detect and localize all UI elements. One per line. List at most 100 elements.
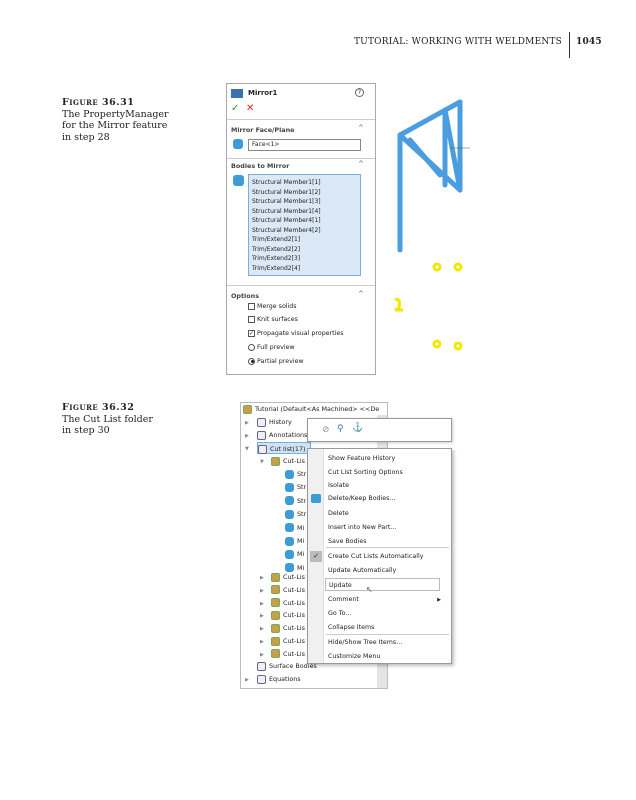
propagate-visual-checkbox[interactable]: ✓Propagate visual properties: [248, 329, 344, 339]
zoom-to-selection-icon[interactable]: ⚲: [337, 424, 344, 434]
tree-item-cut-list-folder[interactable]: Cut-Lis: [271, 609, 305, 621]
collapse-icon[interactable]: ▼: [260, 459, 264, 465]
cut-list-folder-icon: [258, 444, 267, 454]
collapse-icon[interactable]: ^: [358, 160, 364, 168]
tree-label: Cut-Lis: [283, 649, 305, 658]
tree-item-cut-list-folder[interactable]: Cut-Lis: [271, 648, 305, 660]
radio-label: Partial preview: [257, 358, 304, 365]
checkbox-icon: [248, 315, 255, 323]
tree-item-cut-list-folder[interactable]: Cut-Lis: [271, 597, 305, 609]
collapse-icon[interactable]: ^: [358, 124, 364, 132]
tree-item-body[interactable]: Str: [285, 468, 306, 480]
tree-item-cut-list-folder[interactable]: Cut-Lis: [271, 635, 305, 647]
partial-preview-radio[interactable]: Partial preview: [248, 357, 304, 367]
tree-item-body[interactable]: Str: [285, 495, 306, 507]
expand-icon[interactable]: ▶: [260, 613, 264, 620]
menu-item[interactable]: Delete: [328, 510, 349, 517]
menu-separator: [326, 547, 449, 548]
menu-item[interactable]: Update Automatically: [328, 567, 397, 574]
face-icon: [233, 139, 243, 149]
body-list-item[interactable]: Structural Member1[1]: [252, 179, 321, 186]
tree-item-surface-bodies[interactable]: Surface Bodies: [257, 660, 317, 672]
body-list-item[interactable]: Structural Member1[2]: [252, 188, 321, 196]
body-list-item[interactable]: Trim/Extend2[3]: [252, 255, 301, 262]
menu-item[interactable]: Hide/Show Tree Items...: [328, 639, 403, 646]
body-list-item[interactable]: Structural Member4[1]: [252, 217, 321, 224]
checkbox-icon: [248, 302, 255, 310]
collapse-icon[interactable]: ▼: [245, 446, 249, 452]
tree-item-cut-list-folder[interactable]: Cut-Lis: [271, 622, 305, 634]
solid-body-icon: [285, 469, 294, 479]
body-list-item[interactable]: Structural Member1[3]: [252, 198, 321, 205]
tree-label: Mi: [297, 537, 305, 545]
tree-item-cut-list-folder[interactable]: Cut-Lis: [271, 584, 305, 596]
help-icon[interactable]: ?: [355, 88, 364, 97]
figure-label: Figure 36.31: [62, 97, 135, 108]
menu-item[interactable]: Create Cut Lists Automatically: [328, 553, 424, 560]
body-list-item[interactable]: Structural Member1[4]: [252, 207, 321, 215]
tree-item-cut-list[interactable]: Cut list(17): [257, 442, 311, 454]
delete-keep-bodies-icon: [311, 494, 321, 503]
expand-icon[interactable]: ▶: [260, 639, 264, 645]
body-list-item[interactable]: Trim/Extend2[2]: [252, 245, 301, 253]
expand-icon[interactable]: ▶: [260, 600, 264, 607]
normal-to-icon[interactable]: ⚓: [352, 423, 364, 433]
tree-item-body[interactable]: Str: [285, 508, 306, 520]
radio-icon: [248, 343, 255, 351]
tree-item-body[interactable]: Mi: [285, 535, 304, 547]
expand-icon[interactable]: ▶: [245, 433, 249, 439]
radio-selected-icon: [248, 357, 255, 365]
page-number: 1045: [576, 37, 602, 47]
expand-icon[interactable]: ▶: [245, 677, 249, 683]
tree-item-equations[interactable]: Equations: [257, 673, 301, 685]
section-mirror-face[interactable]: Mirror Face/Plane: [231, 126, 295, 134]
menu-item[interactable]: Comment: [328, 596, 359, 603]
annotations-icon: [257, 430, 266, 440]
tree-label: Cut-Lis: [283, 585, 305, 594]
tree-item-body[interactable]: Mi: [285, 548, 304, 560]
solid-body-icon: [285, 482, 294, 492]
menu-item[interactable]: Collapse Items: [328, 624, 375, 631]
mirror-face-input[interactable]: Face<1>: [248, 139, 361, 151]
expand-icon[interactable]: ▶: [260, 575, 264, 581]
tree-item-body[interactable]: Mi: [285, 562, 304, 574]
section-bodies[interactable]: Bodies to Mirror: [231, 162, 290, 170]
menu-item[interactable]: Isolate: [328, 482, 349, 489]
tree-label: History: [269, 418, 292, 426]
expand-icon[interactable]: ▶: [260, 651, 264, 658]
tree-label: Cut-Lis: [283, 624, 305, 633]
expand-icon[interactable]: ▶: [245, 420, 249, 426]
menu-item[interactable]: Cut List Sorting Options: [328, 469, 403, 476]
tree-item-cut-list-folder[interactable]: Cut-Lis: [271, 571, 305, 583]
body-list-item[interactable]: Trim/Extend2[1]: [252, 236, 301, 243]
menu-item[interactable]: Delete/Keep Bodies...: [328, 495, 396, 502]
menu-item[interactable]: Customize Menu: [328, 653, 381, 660]
hide-icon[interactable]: ⊘: [322, 425, 330, 435]
merge-solids-checkbox[interactable]: Merge solids: [248, 302, 297, 312]
collapse-icon[interactable]: ^: [358, 290, 364, 298]
expand-icon[interactable]: ▶: [260, 587, 264, 594]
knit-surfaces-checkbox[interactable]: Knit surfaces: [248, 315, 298, 325]
body-list-item[interactable]: Trim/Extend2[4]: [252, 264, 301, 272]
tree-item-annotations[interactable]: Annotations: [257, 429, 307, 441]
tree-item-body[interactable]: Str: [285, 481, 306, 493]
menu-item[interactable]: Show Feature History: [328, 455, 396, 462]
weldment-model-image: [397, 99, 470, 253]
menu-item[interactable]: Save Bodies: [328, 538, 367, 545]
tree-item-history[interactable]: History: [257, 416, 292, 428]
menu-item[interactable]: Insert into New Part...: [328, 524, 397, 531]
section-options[interactable]: Options: [231, 292, 259, 300]
bodies-list[interactable]: Structural Member1[1] Structural Member1[…: [248, 174, 361, 276]
full-preview-radio[interactable]: Full preview: [248, 343, 295, 353]
tree-item-body[interactable]: Mi: [285, 522, 304, 534]
ok-button[interactable]: ✓: [231, 103, 240, 114]
tree-root[interactable]: Tutorial (Default<As Machined> <<De: [243, 403, 379, 415]
tree-item-cut-list-item[interactable]: Cut-Lis: [271, 455, 305, 467]
cancel-button[interactable]: ✕: [246, 103, 255, 114]
tree-label: Cut-Lis: [283, 457, 305, 465]
context-toolbar: ⊘ ⚲ ⚓: [307, 418, 452, 442]
body-list-item[interactable]: Structural Member4[2]: [252, 226, 321, 234]
expand-icon[interactable]: ▶: [260, 626, 264, 633]
menu-item[interactable]: Go To...: [328, 610, 352, 617]
menu-item[interactable]: Update: [325, 578, 440, 591]
